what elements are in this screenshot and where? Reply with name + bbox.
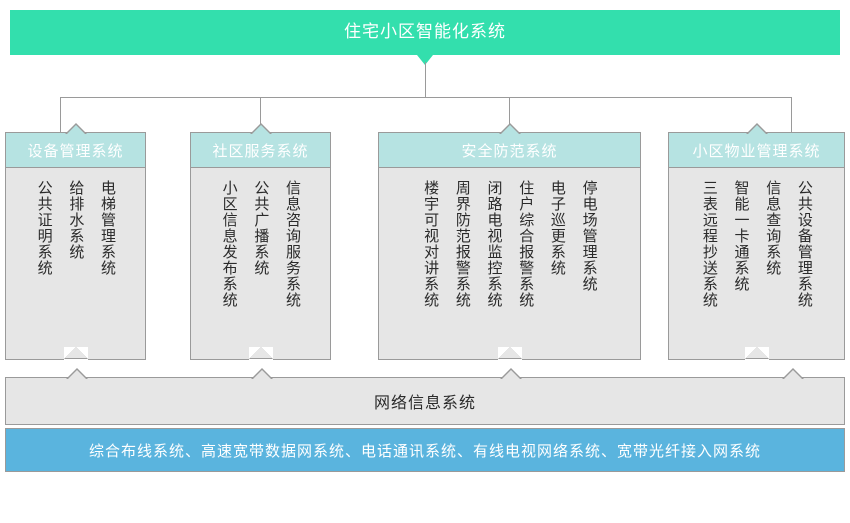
connector-drop-2 — [260, 97, 261, 132]
subsystem-item: 三表远程抄送系统 — [700, 180, 719, 308]
subsystem-item: 电子巡更系统 — [548, 180, 567, 276]
notch-down-icon-2 — [248, 347, 273, 360]
subsystem-header-1: 设备管理系统 — [5, 123, 146, 168]
banner-down-arrow-icon — [417, 55, 433, 65]
subsystem-box-equipment-management[interactable]: 设备管理系统 电梯管理系统 给排水系统 公共证明系统 — [5, 123, 146, 360]
subsystem-title-3: 安全防范系统 — [461, 141, 558, 160]
connector-drop-4 — [791, 97, 792, 132]
infrastructure-title: 综合布线系统、高速宽带数据网系统、电话通讯系统、有线电视网络系统、宽带光纤接入网… — [88, 441, 761, 460]
subsystem-item: 信息查询系统 — [764, 180, 783, 276]
subsystem-body-3: 停电场管理系统 电子巡更系统 住户综合报警系统 闭路电视监控系统 周界防范报警系… — [378, 168, 641, 360]
subsystem-title-1: 设备管理系统 — [27, 141, 124, 160]
subsystem-item: 给排水系统 — [67, 180, 86, 260]
notch-down-icon-4 — [744, 347, 769, 360]
subsystem-body-2: 信息咨询服务系统 公共广播系统 小区信息发布系统 — [190, 168, 331, 360]
network-information-title: 网络信息系统 — [373, 393, 476, 412]
subsystem-body-1: 电梯管理系统 给排水系统 公共证明系统 — [5, 168, 146, 360]
subsystem-item: 公共广播系统 — [252, 180, 271, 276]
notch-up-icon-3 — [498, 122, 521, 134]
subsystem-item: 电梯管理系统 — [99, 180, 118, 276]
notch-peak-icon-3 — [500, 367, 522, 379]
subsystem-title-4: 小区物业管理系统 — [692, 141, 821, 160]
subsystem-item: 闭路电视监控系统 — [485, 180, 504, 308]
connector-drop-1 — [60, 97, 61, 132]
connector-drop-3 — [509, 97, 510, 132]
subsystem-header-3: 安全防范系统 — [378, 123, 641, 168]
notch-down-icon-1 — [63, 347, 88, 360]
subsystem-header-4: 小区物业管理系统 — [668, 123, 845, 168]
subsystem-item: 周界防范报警系统 — [453, 180, 472, 308]
root-system-title: 住宅小区智能化系统 — [344, 22, 506, 42]
subsystem-item: 楼宇可视对讲系统 — [422, 180, 441, 308]
network-information-bar[interactable]: 网络信息系统 — [5, 368, 845, 425]
subsystem-item: 信息咨询服务系统 — [284, 180, 303, 308]
subsystem-item: 住户综合报警系统 — [517, 180, 536, 308]
subsystem-item: 小区信息发布系统 — [220, 180, 239, 308]
subsystem-box-security[interactable]: 安全防范系统 停电场管理系统 电子巡更系统 住户综合报警系统 闭路电视监控系统 … — [378, 123, 641, 360]
subsystem-body-4: 公共设备管理系统 信息查询系统 智能一卡通系统 三表远程抄送系统 — [668, 168, 845, 360]
subsystem-box-community-service[interactable]: 社区服务系统 信息咨询服务系统 公共广播系统 小区信息发布系统 — [190, 123, 331, 360]
notch-up-icon-4 — [745, 122, 768, 134]
subsystem-item: 公共设备管理系统 — [795, 180, 814, 308]
connector-bus-line — [60, 97, 791, 98]
infrastructure-bar[interactable]: 综合布线系统、高速宽带数据网系统、电话通讯系统、有线电视网络系统、宽带光纤接入网… — [5, 428, 845, 472]
subsystem-box-property-management[interactable]: 小区物业管理系统 公共设备管理系统 信息查询系统 智能一卡通系统 三表远程抄送系… — [668, 123, 845, 360]
notch-down-icon-3 — [497, 347, 522, 360]
subsystem-title-2: 社区服务系统 — [212, 141, 309, 160]
subsystem-item: 公共证明系统 — [35, 180, 54, 276]
notch-peak-icon-2 — [251, 367, 273, 379]
subsystem-item: 停电场管理系统 — [580, 180, 599, 292]
root-system-banner: 住宅小区智能化系统 — [10, 10, 840, 55]
notch-up-icon-1 — [64, 122, 87, 134]
notch-peak-icon-4 — [782, 367, 804, 379]
notch-peak-icon-1 — [66, 367, 88, 379]
subsystem-header-2: 社区服务系统 — [190, 123, 331, 168]
notch-up-icon-2 — [249, 122, 272, 134]
connector-trunk-line — [425, 62, 426, 98]
subsystem-item: 智能一卡通系统 — [732, 180, 751, 292]
